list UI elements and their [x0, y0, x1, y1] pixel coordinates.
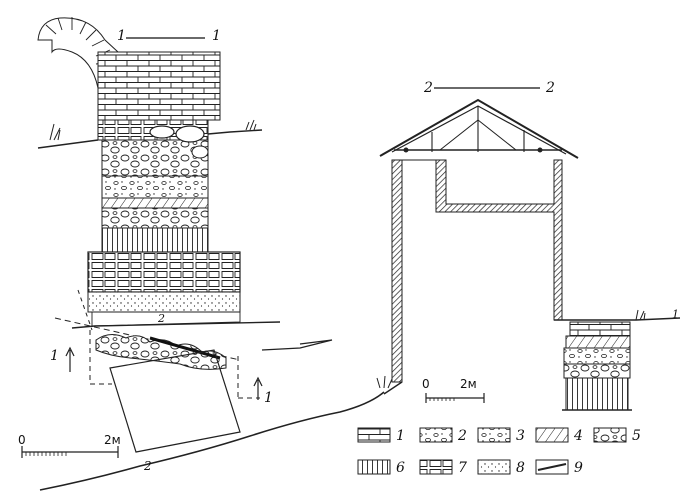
right-edge-marker-1: 1 — [672, 308, 679, 321]
pebble-layer — [101, 175, 209, 199]
legend-swatch-dotted — [477, 459, 511, 475]
scale-left-zero: 0 — [18, 433, 26, 447]
section-arrow-1a: 1 — [50, 346, 75, 372]
direction-arrow — [261, 339, 333, 351]
scale-left-value: 2м — [104, 433, 121, 447]
cobble-layer — [101, 207, 209, 229]
right-section-label-start: 2 — [423, 80, 433, 96]
left-marker-2-small: 2 — [157, 312, 165, 325]
roof — [379, 98, 579, 159]
legend-item-6: 6 — [357, 459, 405, 476]
vertical-lines-layer — [101, 227, 209, 253]
right-wall — [435, 159, 563, 321]
hatched-layer — [101, 197, 209, 209]
legend-number-1: 1 — [396, 428, 405, 444]
ground-surface-left — [37, 129, 263, 149]
legend-number-3: 3 — [516, 428, 525, 444]
legend-swatch-pebbles — [477, 427, 511, 443]
legend-number-9: 9 — [574, 460, 583, 476]
grass-tufts-left — [49, 119, 257, 141]
left-marker-2-bottom: 2 — [143, 459, 152, 473]
scale-bar-right: 0 2м — [422, 377, 485, 403]
legend-item-5: 5 — [593, 427, 641, 444]
legend-swatch-cobbles — [593, 427, 627, 443]
left-wall — [391, 159, 403, 383]
right-section-label-end: 2 — [545, 80, 555, 96]
legend-number-8: 8 — [516, 460, 525, 476]
legend-number-7: 7 — [458, 460, 467, 476]
legend-swatch-diagonal-hatch — [535, 427, 569, 443]
left-section-label-start: 1 — [117, 28, 126, 44]
legend-swatch-bricks-small — [357, 427, 391, 443]
section-frame — [54, 289, 260, 399]
svg-text:1: 1 — [264, 390, 273, 406]
foundation-masonry — [87, 251, 241, 293]
scale-bar-left: 0 2м — [18, 433, 121, 458]
ground-surface-right — [554, 317, 681, 321]
legend-number-2: 2 — [457, 428, 467, 444]
stone-layer — [101, 139, 209, 177]
legend-item-1: 1 — [357, 427, 405, 444]
right-strata — [562, 321, 632, 411]
section-arrow-1b: 1 — [253, 376, 273, 406]
brick-wall-upper — [97, 51, 221, 121]
dotted-layer — [87, 291, 241, 313]
scale-right-zero: 0 — [422, 377, 430, 391]
left-section: 1 1 2 — [18, 17, 385, 491]
scale-right-value: 2м — [460, 377, 477, 391]
left-section-label-end: 1 — [212, 28, 221, 44]
legend-number-6: 6 — [396, 460, 405, 476]
legend-swatch-masonry — [419, 459, 453, 475]
legend: 1 2 3 4 5 6 7 8 9 — [357, 427, 641, 476]
legend-item-8: 8 — [477, 459, 525, 476]
dark-band — [149, 336, 221, 360]
svg-text:1: 1 — [50, 348, 59, 364]
legend-slope-mark — [537, 463, 567, 471]
excavation-block — [109, 349, 241, 453]
legend-item-4: 4 — [535, 427, 583, 444]
legend-number-5: 5 — [632, 428, 641, 444]
left-base-line — [71, 321, 281, 329]
legend-item-9: 9 — [535, 459, 583, 476]
legend-item-7: 7 — [419, 459, 467, 476]
legend-swatch-vertical-lines — [357, 459, 391, 475]
ground-slope — [39, 391, 385, 491]
right-section: 2 2 1 — [376, 80, 681, 411]
legend-swatch-stones-loose — [419, 427, 453, 443]
legend-item-3: 3 — [477, 427, 525, 444]
legend-number-4: 4 — [573, 428, 583, 444]
legend-item-2: 2 — [419, 427, 467, 444]
